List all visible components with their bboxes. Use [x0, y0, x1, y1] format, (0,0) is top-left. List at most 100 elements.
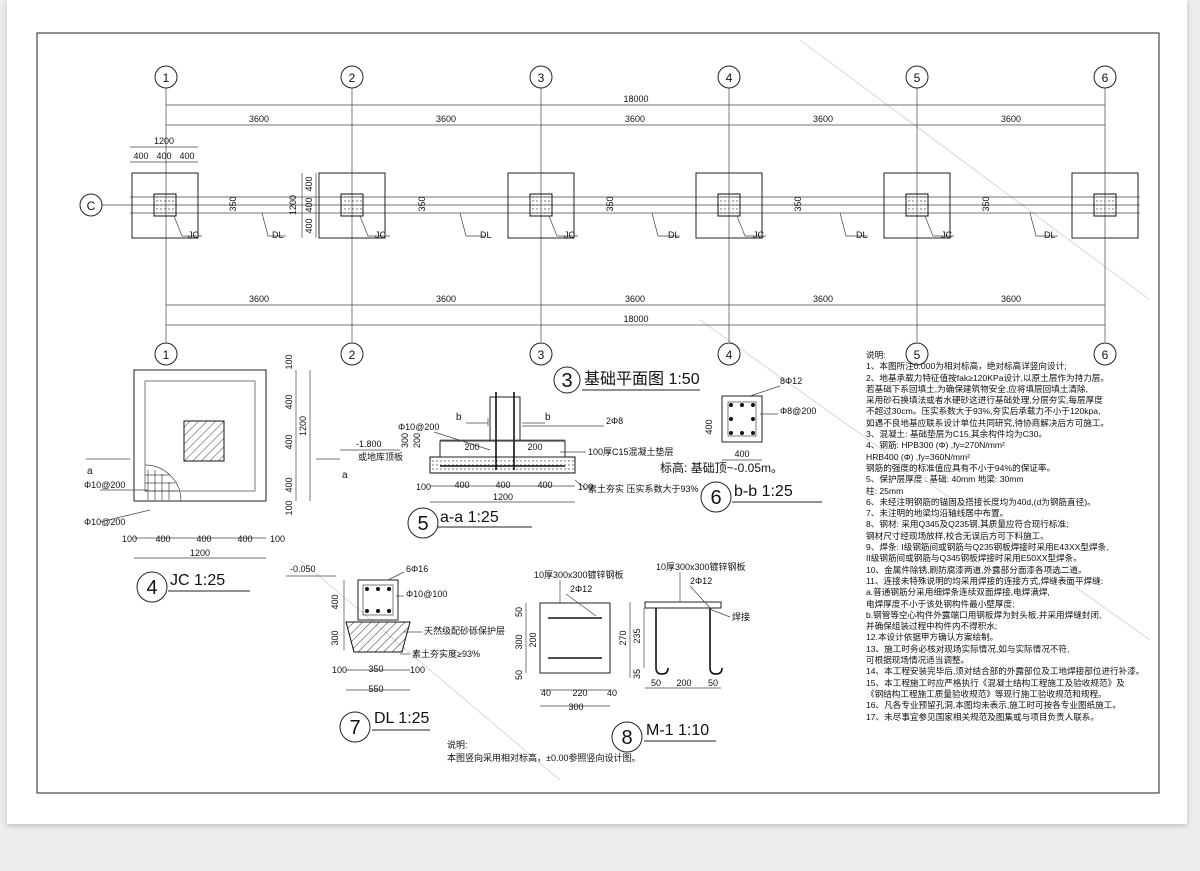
aa-cushion-note: 100厚C15混凝土垫层: [588, 446, 674, 457]
axis-label: 6: [1102, 348, 1109, 362]
note-line: 可根据现场情况适当调整。: [866, 655, 970, 666]
axis-label: 3: [538, 71, 545, 85]
dim-bay: 3600: [813, 114, 833, 124]
pad-outline: [883, 172, 951, 239]
m1-dim-v: 200: [528, 632, 538, 647]
aa-soil-note: 素土夯实 压实系数大于93%: [588, 483, 699, 494]
axis-bubble: [1093, 65, 1117, 89]
axis-bubble: [529, 65, 553, 89]
note-line: 17、未尽事宜参见国家相关规范及图集或与项目负责人联系。: [866, 711, 1099, 722]
detail-number: 7: [349, 717, 360, 739]
pad-dim-vertical: 1200 400 400 400: [288, 173, 317, 238]
note-line: 若基础下系回填土,为确保建筑物安全,应将填层回填土清除,: [866, 383, 1089, 394]
dl-title: DL 1:25: [374, 710, 430, 727]
detail-number: 3: [561, 370, 572, 392]
axis-label: 5: [914, 71, 921, 85]
jc-label: JC: [188, 230, 200, 240]
m1-dim-v2: 235: [632, 628, 642, 643]
axis-bubble: [154, 342, 178, 366]
note-line: 1、本图所注0.000为相对标高，绝对标高详竖向设计;: [866, 361, 1067, 372]
dim-offset: 350: [793, 196, 803, 211]
section-mark-a: a: [342, 470, 348, 481]
bottom-note-title: 说明:: [447, 739, 468, 750]
jc-dim-400: 400: [237, 534, 252, 544]
m1-plate-label-2: 10厚300x300镀锌钢板: [656, 561, 746, 572]
dim-offset: 350: [417, 196, 427, 211]
dim-offset: 350: [981, 196, 991, 211]
aa-dim-200: 200: [412, 433, 422, 448]
dim-bay: 3600: [249, 294, 269, 304]
jc-rebar-break: [144, 464, 182, 502]
m1-bars-label: 2Φ12: [570, 584, 592, 594]
detail-number-circle: [553, 366, 581, 394]
axis-label: 5: [914, 348, 921, 362]
dim-pad-total: 1200: [154, 136, 174, 146]
note-line: II级钢筋间或钢筋与Q345钢板焊接时采用E50XX型焊条。: [866, 553, 1082, 564]
offset-dims: 350 350 350 350 350: [228, 196, 991, 211]
axis-bubble: [1093, 342, 1117, 366]
note-line: 4、钢筋: HPB300 (Φ) ,fy=270N/mm²: [866, 440, 1005, 451]
dl-gravel: [345, 621, 411, 653]
aa-footing: [439, 440, 566, 458]
bb-section: [721, 395, 763, 443]
m1-dim-300: 300: [568, 702, 583, 712]
axis-label: 2: [349, 348, 356, 362]
note-line: 钢材尺寸经现场放样,校合无误后方可下料施工。: [866, 530, 1049, 541]
note-line: 8、钢材: 采用Q345及Q235钢,其质量应符合现行标准;: [866, 519, 1069, 530]
m1-weld-label: 焊接: [732, 611, 750, 622]
column: [1093, 193, 1117, 217]
general-notes: 说明: 1、本图所注0.000为相对标高，绝对标高详竖向设计; 2、地基承载力特…: [866, 350, 1166, 723]
dl-dim-300: 300: [330, 630, 340, 645]
column: [529, 193, 553, 217]
dim-total-bottom: 18000: [623, 314, 648, 324]
dim-pad: 400: [179, 151, 194, 161]
m1-dim-h2: 50: [708, 678, 718, 688]
note-line: b.钢管等空心构件外露端口用钢板焊为封头板,并采用焊缝封闭,: [866, 609, 1102, 620]
aa-dim-100: 100: [578, 482, 593, 492]
note-line: 11、连接未特殊说明的均采用焊接的连接方式,焊缝表面平焊缝:: [866, 575, 1104, 586]
aa-elevation-note: 或地库顶板: [358, 451, 403, 462]
jc-label: JC: [941, 230, 953, 240]
jc-dim-400: 400: [284, 394, 294, 409]
m1-dim-v: 300: [514, 634, 524, 649]
axis-bubble: [905, 65, 929, 89]
m1-dim-v2: 270: [618, 630, 628, 645]
axis-label: 4: [726, 71, 733, 85]
detail-number: 5: [417, 513, 428, 535]
leader-labels: JC DL JC DL JC DL JC DL JC DL: [173, 212, 1058, 240]
dim-bay: 3600: [1001, 294, 1021, 304]
aa-dim-300: 300: [400, 433, 410, 448]
jc-title: JC 1:25: [170, 572, 225, 589]
bb-title: b-b 1:25: [734, 483, 793, 500]
detail-number-circle: [611, 721, 643, 753]
axis-label: 1: [163, 71, 170, 85]
jc-label: JC: [375, 230, 387, 240]
note-line: 电焊厚度不小于该处钢构件最小壁厚度;: [866, 598, 1015, 609]
jc-rebar-1: Φ10@200: [84, 480, 125, 490]
dim-bay: 3600: [625, 294, 645, 304]
jc-dim-400: 400: [284, 477, 294, 492]
column: [340, 193, 364, 217]
m1-dim-h: 40: [541, 688, 551, 698]
note-line: 采用砂石换填法或者水硬砂这进行基础处理,分层夯实,每层厚度: [866, 395, 1103, 406]
dl-label: DL: [480, 230, 492, 240]
axis-label: 2: [349, 71, 356, 85]
jc-dim-1200: 1200: [298, 416, 308, 436]
detail-number-circle: [339, 711, 371, 743]
aa-cushion: [429, 456, 576, 474]
dl-dim-550: 550: [368, 684, 383, 694]
dl-stirrup-label: Φ10@100: [406, 589, 447, 599]
aa-mark-b: b: [456, 412, 462, 423]
m1-bars-label-2: 2Φ12: [690, 576, 712, 586]
m1-dim-h2: 200: [676, 678, 691, 688]
note-line: 12.本设计依据甲方确认方案绘制。: [866, 632, 999, 643]
aa-title: a-a 1:25: [440, 509, 499, 526]
detail-number: 6: [710, 487, 721, 509]
dl-dim-400: 400: [330, 594, 340, 609]
dl-detail: -0.050 6Φ16 Φ10@100 天然级配砂砾保护层 素土夯实度≥93% …: [286, 564, 505, 743]
aa-dim-1200: 1200: [493, 492, 513, 502]
note-line: 钢筋的强度的标准值应具有不小于94%的保证率。: [866, 462, 1056, 473]
jc-dim-100: 100: [122, 534, 137, 544]
aa-mark-b: b: [545, 412, 551, 423]
